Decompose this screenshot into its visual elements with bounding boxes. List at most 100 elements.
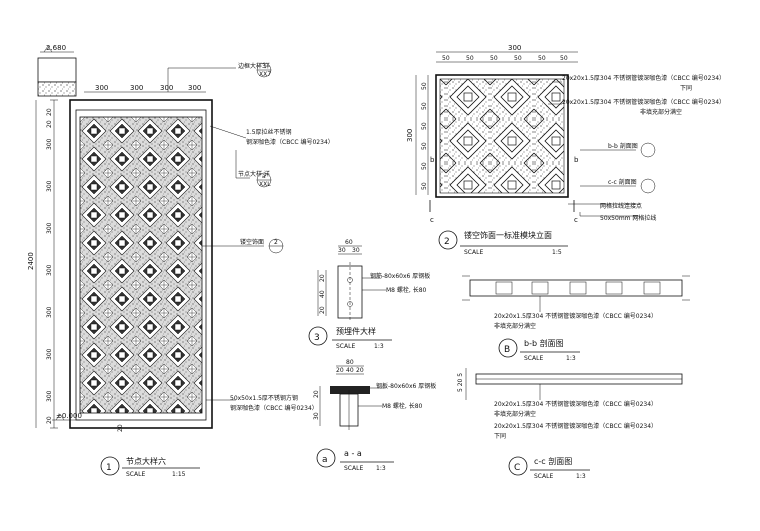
title-1-scale-label: SCALE: [126, 471, 145, 478]
conn-dim-top-1: 30: [338, 247, 346, 254]
module-top-dim-3: 50: [514, 55, 522, 62]
title-block-b: B b-b 剖面图 SCALE 1:3: [498, 338, 580, 362]
module-left-total: 300: [406, 129, 414, 142]
callout-top-sheet: XX7: [259, 71, 271, 78]
module-mark-c-left: c: [430, 216, 434, 224]
top-dim-1: 300: [130, 84, 143, 92]
title-c-text: c-c 剖面图: [534, 456, 572, 466]
module-top-dim-0: 50: [442, 55, 450, 62]
module-sec-c-circle: [640, 178, 656, 194]
bottom-elevation-label: ±0.000: [56, 412, 82, 420]
connector-detail: 60 30 30 20 40 20 钢筋-80x60x6 厚钢板 M8 螺栓, …: [308, 239, 430, 350]
conn-bolt-2: [347, 301, 353, 307]
title-a-scale: 1:3: [376, 465, 386, 472]
bottom-dim: 20: [117, 424, 124, 432]
title-block-3: 3 预埋件大样 SCALE 1:3: [308, 326, 392, 350]
left-dim-9: 20: [46, 416, 53, 424]
title-2-num: 2: [444, 237, 450, 247]
module-left-dim-4: 50: [421, 162, 428, 170]
top-dim-2: 300: [160, 84, 173, 92]
section-mark-b: [435, 154, 569, 164]
title-3-scale-label: SCALE: [336, 343, 355, 350]
callout-top-ref: 3: [262, 63, 266, 70]
title-1-circle: [100, 456, 120, 476]
left-dim-labels: 20 20 300 300 300 300 300 300 300 20: [46, 108, 53, 424]
title-3-scale: 1:3: [374, 343, 384, 350]
module-top-dim-2: 50: [490, 55, 498, 62]
title-c-circle: [508, 456, 528, 476]
title-a-text: a - a: [344, 449, 362, 458]
module-note1: 20x20x1.5厚304 不锈钢管镀深咖色漆（CBCC 编号0234）: [562, 74, 725, 82]
module-pattern: [439, 78, 565, 194]
sb-end-left: [462, 275, 470, 301]
left-dim-8: 300: [46, 390, 53, 402]
sb-note1: 20x20x1.5厚304 不锈钢管镀深咖色漆（CBCC 编号0234）: [494, 312, 657, 320]
top-elevation-marker: [40, 45, 74, 53]
module-left-dims: 50 50 50 50 50 50: [421, 82, 428, 190]
callout-screen-ref: 2: [274, 239, 278, 246]
sc-dim: 5 20 5: [457, 373, 464, 392]
sa-note2: M8 螺栓, 长80: [382, 402, 423, 410]
module-left-dim-3: 50: [421, 142, 428, 150]
sa-note1: 钢板-80x60x6 厚钢板: [376, 382, 436, 390]
module-note2: 20x20x1.5厚304 不锈钢管镀深咖色漆（CBCC 编号0234）: [562, 98, 725, 106]
title-c-scale: 1:3: [576, 473, 586, 480]
top-dim-0: 300: [95, 84, 108, 92]
title-2-circle: [438, 230, 458, 250]
title-2-text: 镂空饰面一标准模块立面: [464, 230, 552, 240]
title-1-text: 节点大样六: [126, 456, 166, 466]
title-block-a: a a - a SCALE 1:3: [316, 448, 394, 472]
title-3-num: 3: [314, 333, 320, 343]
left-dim-3: 300: [46, 180, 53, 192]
title-a-circle: [316, 448, 336, 468]
title-1-num: 1: [106, 463, 112, 473]
sb-cells: [495, 281, 661, 295]
sc-note3b: 下同: [494, 433, 506, 440]
sa-dim-top-3: 20: [356, 367, 364, 374]
module-mark-b-right: b: [574, 156, 579, 164]
conn-note1: 钢筋-80x60x6 厚钢板: [370, 272, 430, 280]
title-a-scale-label: SCALE: [344, 465, 363, 472]
sa-plate: [330, 386, 370, 394]
left-dim-6: 300: [46, 306, 53, 318]
callout-mat-text2: 钢深咖色漆（CBCC 编号0234）: [246, 138, 334, 146]
module-top-total: 300: [508, 44, 521, 52]
left-dim-2: 300: [46, 138, 53, 150]
sa-dim-left-1: 30: [313, 412, 320, 420]
title-2-scale-label: SCALE: [464, 249, 483, 256]
conn-dim-top-0: 60: [345, 239, 353, 246]
left-dim-5: 300: [46, 264, 53, 276]
title-b-num: B: [504, 345, 510, 355]
sc-note1: 20x20x1.5厚304 不锈钢管镀深咖色漆（CBCC 编号0234）: [494, 400, 657, 408]
inner-frame: [75, 109, 207, 421]
left-dim-7: 300: [46, 348, 53, 360]
left-dim-1: 20: [46, 120, 53, 128]
conn-dim-left-lines: [317, 270, 327, 316]
sc-note3: 20x20x1.5厚304 不锈钢管镀深咖色漆（CBCC 编号0234）: [494, 422, 657, 430]
outer-frame: [69, 99, 213, 429]
title-block-c: C c-c 剖面图 SCALE 1:3: [508, 456, 590, 480]
module-top-dim-1: 50: [466, 55, 474, 62]
module-left-dim-1: 50: [421, 102, 428, 110]
title-b-text: b-b 剖面图: [524, 338, 564, 348]
left-elevation: 2.680 300 300 300 300 2400 20 20 300 300…: [27, 44, 334, 478]
callout-bottom-text2: 钢深咖色漆（CBCC 编号0234）: [230, 404, 318, 412]
module-mark-b-left: b: [430, 156, 435, 164]
module-left-dim-0: 50: [421, 82, 428, 90]
module-outline: [435, 74, 569, 198]
ornament-panel: [79, 116, 203, 414]
conn-dim-left-1: 40: [319, 290, 326, 298]
section-mark-c: [429, 200, 575, 212]
module-sec-b: b-b 剖面图: [608, 142, 638, 150]
conn-dim-top-2: 30: [352, 247, 360, 254]
title-c-num: C: [514, 463, 520, 473]
sb-body: [469, 279, 683, 297]
module-top-dim-5: 50: [560, 55, 568, 62]
bottom-elevation-marker: [52, 413, 80, 421]
sb-end-right: [682, 275, 690, 301]
title-c-scale-label: SCALE: [534, 473, 553, 480]
module-note3: 网格拉线连接点: [600, 202, 642, 210]
title-block-1: 1 节点大样六 SCALE 1:15: [100, 456, 200, 478]
title-b-circle: [498, 338, 518, 358]
callout-top-leader: [167, 67, 236, 92]
